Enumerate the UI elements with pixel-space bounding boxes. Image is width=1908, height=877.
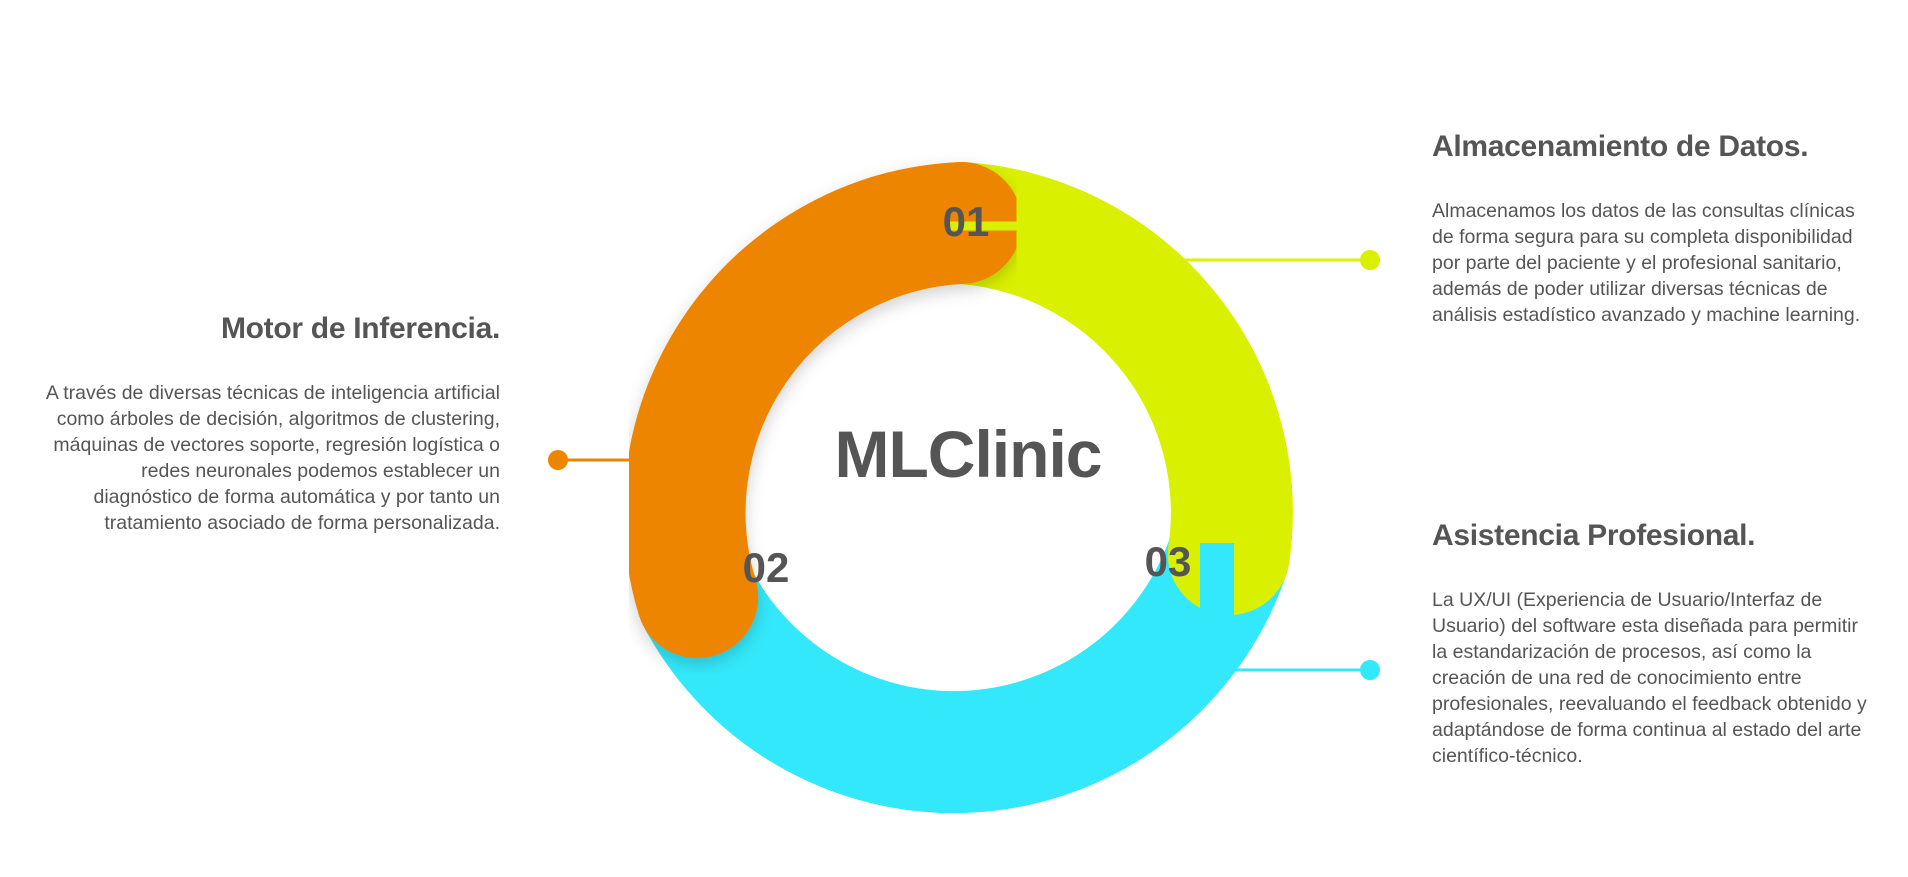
segment-number-01: 01 [943, 198, 990, 245]
ring [623, 161, 1293, 814]
heading-motor-inferencia: Motor de Inferencia. [220, 312, 500, 345]
text-block-almacenamiento: Almacenamiento de Datos. Almacenamos los… [1432, 130, 1872, 328]
connector-dot-01 [1360, 250, 1380, 270]
ring-cap-03 [1144, 493, 1290, 671]
connector-dot-02 [548, 450, 568, 470]
text-block-motor-inferencia: Motor de Inferencia. A través de diversa… [40, 312, 500, 536]
ring-segment-02 [623, 162, 1022, 659]
description-asistencia: La UX/UI (Experiencia de Usuario/Interfa… [1432, 589, 1867, 767]
connector-dot-03 [1360, 660, 1380, 680]
text-block-asistencia: Asistencia Profesional. La UX/UI (Experi… [1432, 519, 1872, 769]
ring-cap-01 [900, 161, 1081, 290]
description-motor-inferencia: A través de diversas técnicas de intelig… [45, 382, 500, 534]
description-almacenamiento: Almacenamos los datos de las consultas c… [1432, 200, 1861, 326]
segment-number-02: 02 [743, 544, 790, 591]
center-title: MLClinic [835, 417, 1102, 491]
heading-asistencia: Asistencia Profesional. [1432, 519, 1756, 552]
heading-almacenamiento: Almacenamiento de Datos. [1432, 130, 1809, 163]
segment-number-03: 03 [1145, 538, 1192, 585]
